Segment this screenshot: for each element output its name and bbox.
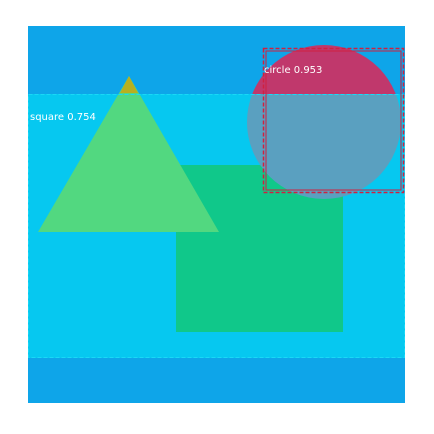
- triangle-tip: [120, 76, 138, 93]
- detection-label-circle: circle 0.953: [264, 65, 322, 76]
- detection-box-square: [28, 94, 405, 358]
- detection-label-square: square 0.754: [30, 112, 96, 123]
- triangle-shape: [38, 76, 219, 232]
- detection-box-circle: [262, 47, 405, 194]
- detection-box-circle-inner: [265, 50, 402, 191]
